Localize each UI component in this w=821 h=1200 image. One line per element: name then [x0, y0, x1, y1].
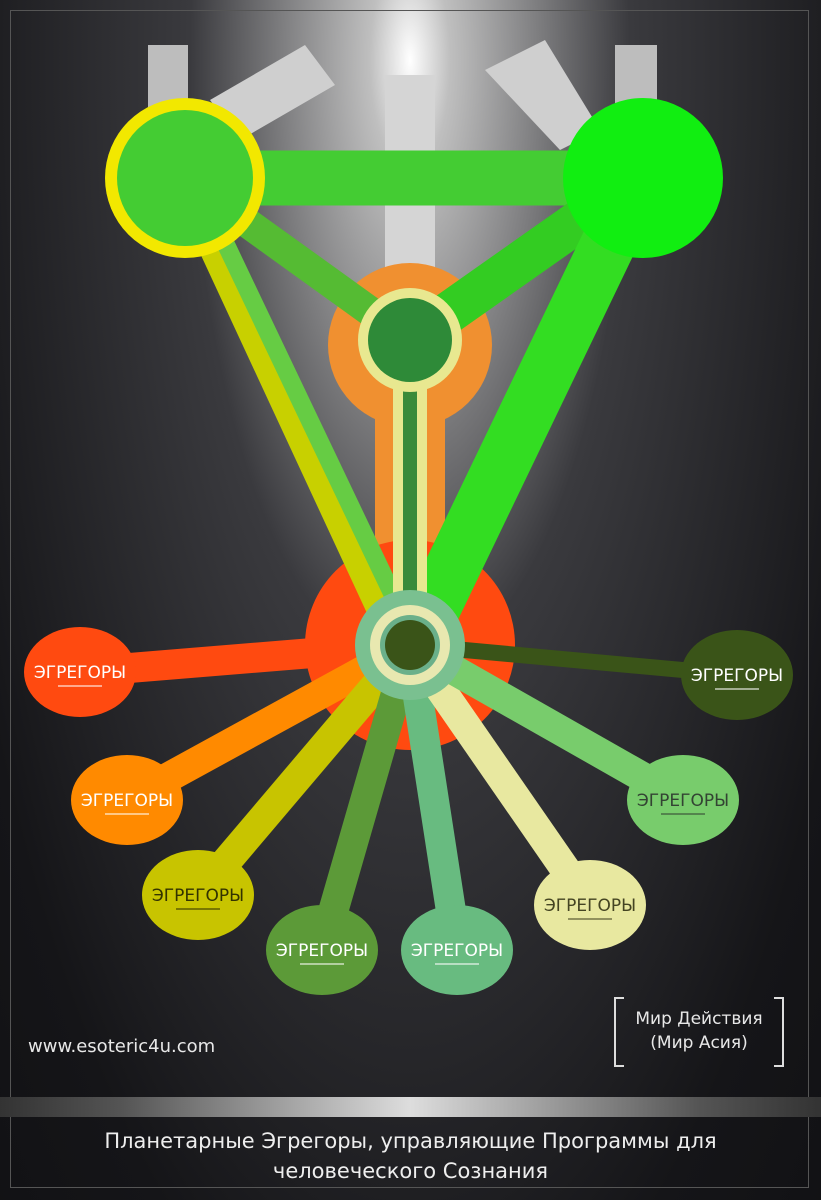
- egregor-node[interactable]: ЭГРЕГОРЫ: [534, 860, 646, 950]
- egregor-label: ЭГРЕГОРЫ: [411, 941, 503, 961]
- egregor-ellipse: [142, 850, 254, 940]
- egregor-label: ЭГРЕГОРЫ: [691, 666, 783, 686]
- egregor-ellipse: [681, 630, 793, 720]
- node-top-right: [563, 98, 723, 258]
- world-line2: (Мир Асия): [650, 1033, 748, 1053]
- frame: [10, 10, 809, 1188]
- egregor-node[interactable]: ЭГРЕГОРЫ: [681, 630, 793, 720]
- egregor-label: ЭГРЕГОРЫ: [152, 886, 244, 906]
- egregor-node[interactable]: ЭГРЕГОРЫ: [266, 905, 378, 995]
- egregor-node[interactable]: ЭГРЕГОРЫ: [71, 755, 183, 845]
- egregor-ellipse: [534, 860, 646, 950]
- egregor-label: ЭГРЕГОРЫ: [637, 791, 729, 811]
- egregor-node[interactable]: ЭГРЕГОРЫ: [142, 850, 254, 940]
- egregor-label: ЭГРЕГОРЫ: [34, 663, 126, 683]
- caption-line1: Планетарные Эгрегоры, управляющие Програ…: [104, 1129, 717, 1153]
- egregor-ellipse: [401, 905, 513, 995]
- website-link[interactable]: www.esoteric4u.com: [28, 1036, 216, 1057]
- caption: Планетарные Эгрегоры, управляющие Програ…: [0, 1126, 821, 1186]
- world-line1: Мир Действия: [635, 1009, 763, 1029]
- egregor-label: ЭГРЕГОРЫ: [544, 896, 636, 916]
- divider-bar: [0, 1097, 821, 1117]
- egregor-node[interactable]: ЭГРЕГОРЫ: [401, 905, 513, 995]
- egregor-node[interactable]: ЭГРЕГОРЫ: [24, 627, 136, 717]
- egregor-label: ЭГРЕГОРЫ: [81, 791, 173, 811]
- caption-line2: человеческого Сознания: [272, 1159, 549, 1183]
- egregor-ellipse: [627, 755, 739, 845]
- world-label: Мир Действия (Мир Асия): [614, 997, 784, 1067]
- egregor-label: ЭГРЕГОРЫ: [276, 941, 368, 961]
- egregor-ellipse: [71, 755, 183, 845]
- egregor-ellipse: [24, 627, 136, 717]
- egregor-ellipse: [266, 905, 378, 995]
- egregor-node[interactable]: ЭГРЕГОРЫ: [627, 755, 739, 845]
